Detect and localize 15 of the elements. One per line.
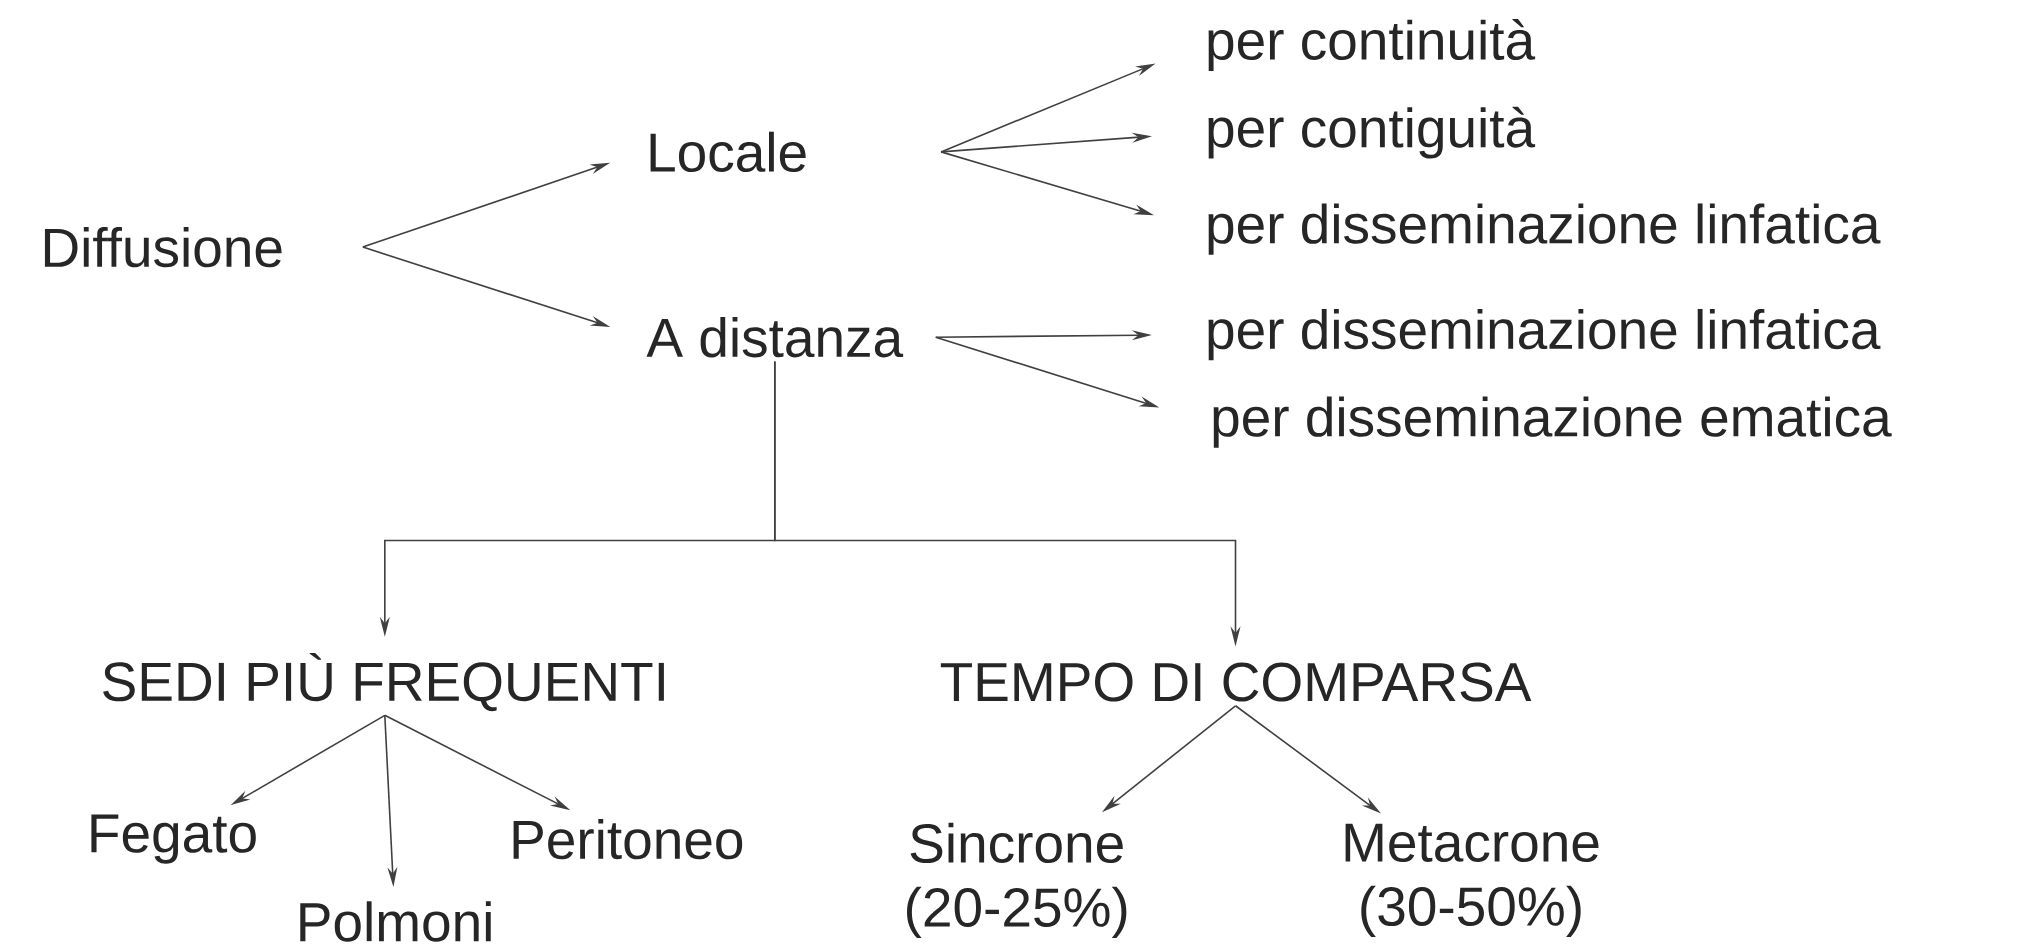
branch-label: A distanza bbox=[646, 317, 904, 358]
branch-label: per disseminazione linfatica bbox=[1208, 308, 1881, 361]
branch-label: SEDI PIÙ FREQUENTI bbox=[103, 653, 664, 712]
branch-label: Peritoneo bbox=[513, 818, 743, 860]
branch-label: Fegato bbox=[91, 814, 256, 864]
branch-label: per continuità bbox=[1208, 19, 1536, 71]
branch-label: Sincrone (20-25%) bbox=[907, 822, 1127, 938]
branch-label: Diffusione bbox=[44, 226, 282, 268]
branch-label: per disseminazione ematica bbox=[1213, 396, 1892, 448]
branch-label: Locale bbox=[650, 131, 806, 173]
branch-label: TEMPO DI COMPARSA bbox=[940, 662, 1532, 702]
branch-label: per contiguità bbox=[1208, 106, 1536, 159]
branch-label: per disseminazione linfatica bbox=[1208, 203, 1881, 255]
branch-label: Metacrone (30-50%) bbox=[1345, 823, 1599, 937]
branch-label: Polmoni bbox=[300, 901, 491, 942]
